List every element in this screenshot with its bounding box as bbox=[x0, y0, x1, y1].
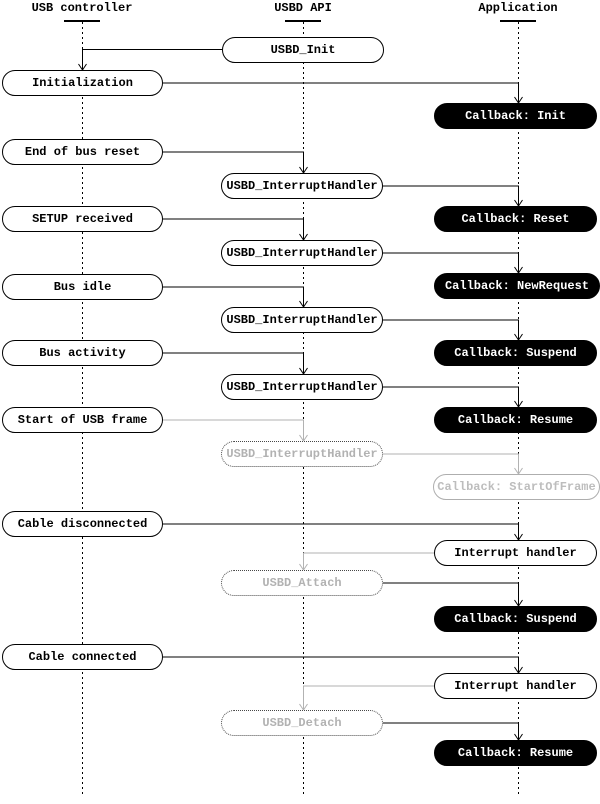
connector-attach-to-callback-suspend2 bbox=[383, 582, 523, 607]
node-end-of-bus-reset: End of bus reset bbox=[2, 139, 163, 165]
node-callback-suspend-1: Callback: Suspend bbox=[434, 340, 597, 366]
connector-initialization-to-callback-init bbox=[163, 82, 523, 104]
node-callback-newrequest: Callback: NewRequest bbox=[434, 273, 600, 299]
node-usbd-detach-optional: USBD_Detach bbox=[221, 710, 383, 736]
node-initialization: Initialization bbox=[2, 70, 163, 96]
node-usbd-attach-optional: USBD_Attach bbox=[221, 570, 383, 596]
node-callback-startofframe: Callback: StartOfFrame bbox=[433, 474, 600, 500]
node-start-of-usb-frame: Start of USB frame bbox=[2, 407, 163, 433]
node-usbd-interrupthandler-3: USBD_InterruptHandler bbox=[221, 307, 383, 333]
node-usbd-interrupthandler-5-optional: USBD_InterruptHandler bbox=[221, 441, 383, 467]
node-usbd-interrupthandler-4: USBD_InterruptHandler bbox=[221, 374, 383, 400]
node-callback-resume-2: Callback: Resume bbox=[434, 740, 597, 766]
connector-handler5-to-callback-sof bbox=[383, 453, 523, 475]
connector-detach-to-callback-resume2 bbox=[383, 722, 523, 741]
connector-handler4-to-callback-resume bbox=[383, 386, 523, 408]
node-interrupt-handler-1: Interrupt handler bbox=[434, 540, 597, 566]
node-usbd-interrupthandler-1: USBD_InterruptHandler bbox=[221, 173, 383, 199]
node-bus-idle: Bus idle bbox=[2, 274, 163, 300]
connector-inthandler2-to-detach bbox=[299, 685, 434, 711]
connector-busidle-to-handler3 bbox=[163, 286, 308, 308]
connector-inthandler1-to-attach bbox=[299, 552, 434, 571]
node-cable-connected: Cable connected bbox=[2, 644, 163, 670]
node-callback-suspend-2: Callback: Suspend bbox=[434, 606, 597, 632]
connector-usbdinit-to-initialization bbox=[78, 49, 222, 71]
connector-connected-to-inthandler2 bbox=[163, 656, 523, 674]
node-interrupt-handler-2: Interrupt handler bbox=[434, 673, 597, 699]
connector-disconnected-to-inthandler1 bbox=[163, 523, 523, 541]
connector-busreset-to-handler1 bbox=[163, 151, 308, 174]
node-setup-received: SETUP received bbox=[2, 206, 163, 232]
node-callback-resume-1: Callback: Resume bbox=[434, 407, 597, 433]
column-header-usb-controller: USB controller bbox=[31, 1, 133, 15]
column-header-application: Application bbox=[478, 1, 558, 15]
column-header-usbd-api: USBD API bbox=[274, 1, 332, 15]
connector-handler1-to-callback-reset bbox=[383, 185, 523, 207]
node-usbd-init: USBD_Init bbox=[222, 37, 384, 63]
connector-busactivity-to-handler4 bbox=[163, 352, 308, 375]
node-cable-disconnected: Cable disconnected bbox=[2, 511, 163, 537]
connector-handler2-to-callback-newrequest bbox=[383, 252, 523, 274]
connector-sof-to-handler5 bbox=[163, 419, 308, 442]
connector-setup-to-handler2 bbox=[163, 218, 308, 241]
node-bus-activity: Bus activity bbox=[2, 340, 163, 366]
node-callback-init: Callback: Init bbox=[434, 103, 597, 129]
node-callback-reset: Callback: Reset bbox=[434, 206, 597, 232]
node-usbd-interrupthandler-2: USBD_InterruptHandler bbox=[221, 240, 383, 266]
connector-handler3-to-callback-suspend bbox=[383, 319, 523, 341]
